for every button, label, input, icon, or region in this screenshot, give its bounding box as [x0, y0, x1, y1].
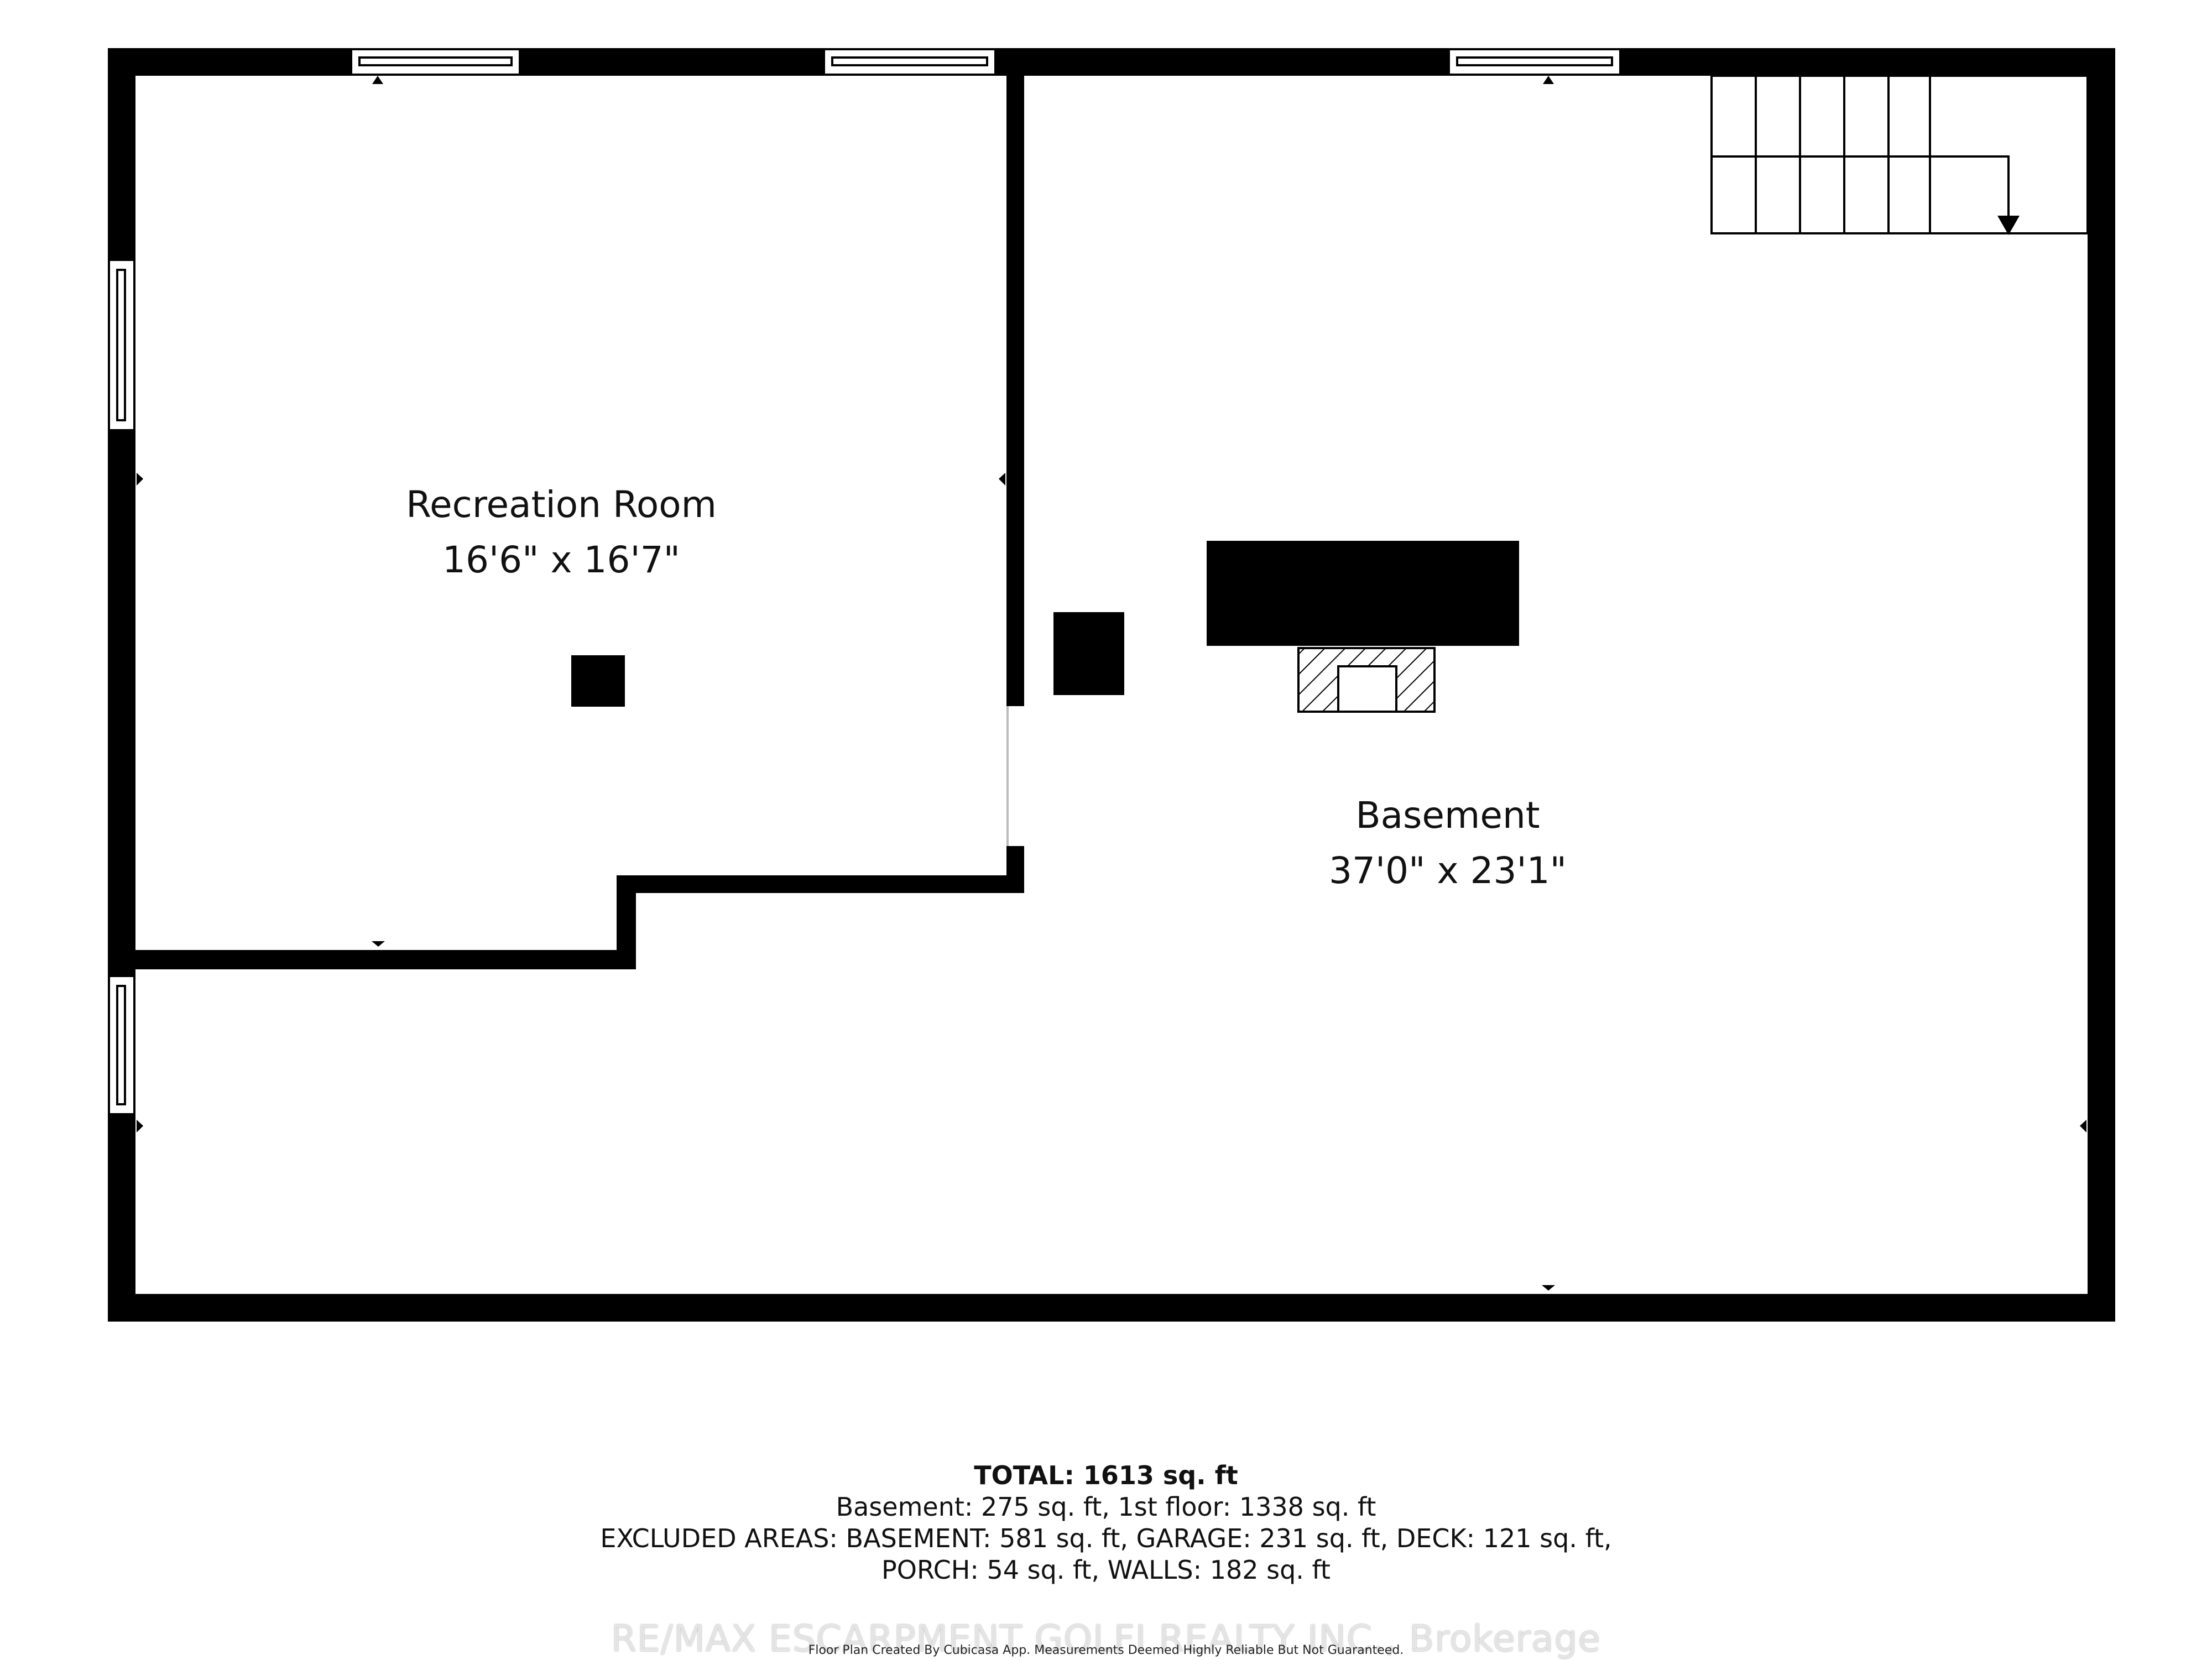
window-top-rec-1: [350, 48, 521, 76]
windows: [108, 48, 1621, 1115]
dimension-arrow-icon: [1542, 1285, 1555, 1291]
support-column: [571, 655, 625, 707]
total-area: TOTAL: 1613 sq. ft: [974, 1460, 1238, 1490]
room-dimensions-basement: 37'0" x 23'1": [1329, 849, 1567, 892]
dimension-arrow-icon: [372, 76, 383, 84]
staircase: [1710, 75, 2089, 234]
room-name-recreation: Recreation Room: [406, 483, 717, 526]
dimension-arrow-icon: [137, 473, 143, 486]
dimension-markers: [137, 76, 2086, 1291]
window-top-rec-2: [823, 48, 997, 76]
dimension-arrow-icon: [1543, 76, 1554, 84]
area-summary: TOTAL: 1613 sq. ft Basement: 275 sq. ft,…: [0, 1460, 2212, 1586]
brokerage-watermark: RE/MAX ESCARPMENT GOLFI REALTY INC., Bro…: [611, 1617, 1601, 1660]
chimney: [1297, 647, 1436, 713]
floor-plan-credit: Floor Plan Created By Cubicasa App. Meas…: [808, 1643, 1404, 1657]
dimension-arrow-icon: [2080, 1120, 2086, 1132]
interior-walls: [135, 76, 1024, 969]
floor-areas: Basement: 275 sq. ft, 1st floor: 1338 sq…: [836, 1492, 1376, 1522]
doorway: [1006, 706, 1024, 846]
window-left-1: [108, 259, 135, 431]
stair-direction-arrow-icon: [1997, 216, 2020, 235]
furnace: [1207, 541, 1519, 646]
dimension-arrow-icon: [999, 473, 1005, 486]
window-top-basement: [1448, 48, 1621, 76]
room-name-basement: Basement: [1355, 794, 1540, 837]
dimension-arrow-icon: [372, 941, 385, 947]
dimension-arrow-icon: [137, 1120, 143, 1132]
window-left-2: [108, 975, 135, 1115]
room-dimensions-recreation: 16'6" x 16'7": [442, 539, 680, 581]
excluded-areas: EXCLUDED AREAS: BASEMENT: 581 sq. ft, GA…: [600, 1523, 1612, 1553]
utility-box: [1053, 612, 1124, 695]
exterior-walls: [108, 48, 2115, 1322]
excluded-areas-continued: PORCH: 54 sq. ft, WALLS: 182 sq. ft: [881, 1555, 1331, 1585]
